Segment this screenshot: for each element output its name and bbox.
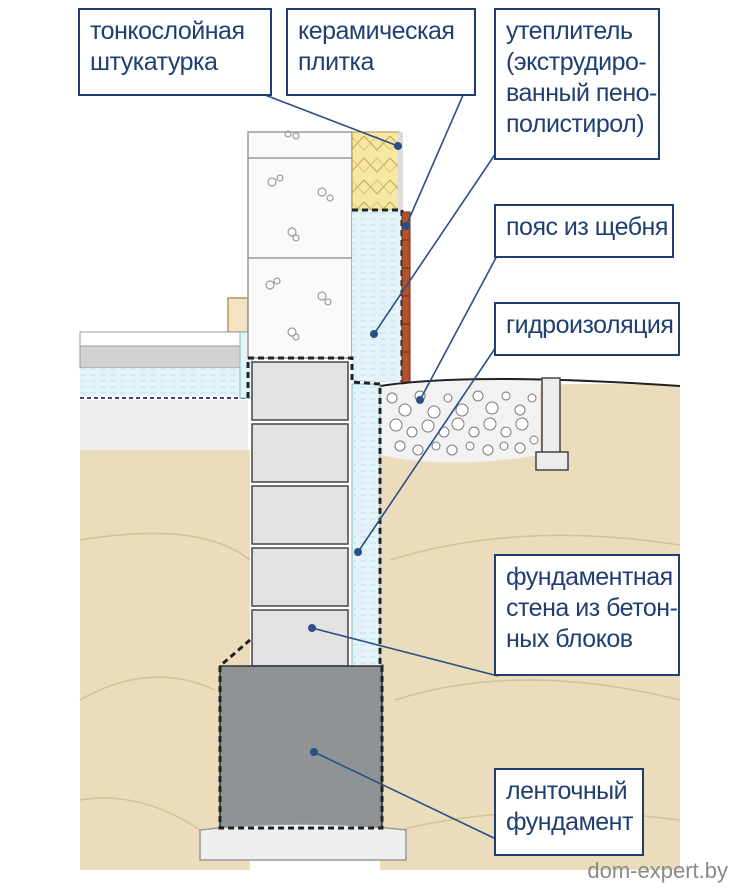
label-waterproofing: гидроизоляция (494, 302, 680, 356)
label-gravel-band: пояс из щебня (494, 204, 674, 258)
concrete-block-wall (251, 361, 349, 667)
leader-dots (308, 142, 424, 756)
label-ceramic-tile: керамическая плитка (286, 8, 476, 96)
leader-lines (251, 69, 499, 841)
interior-floor (79, 297, 253, 450)
ceramic-tile (401, 211, 411, 385)
wall-insulation-upper (351, 131, 401, 211)
label-insulation: утеплитель (экструдиро- ванный пено- пол… (494, 8, 660, 160)
label-plaster: тонкослойная штукатурка (78, 8, 272, 96)
render-layer (398, 132, 403, 210)
watermark: dom-expert.by (587, 858, 728, 883)
kerb-stone (535, 377, 569, 471)
label-foundation-wall: фундаментная стена из бетон- ных блоков (494, 554, 680, 676)
strip-footing (219, 665, 383, 831)
label-strip-footing: ленточный фундамент (494, 768, 644, 856)
masonry-wall (247, 130, 353, 359)
